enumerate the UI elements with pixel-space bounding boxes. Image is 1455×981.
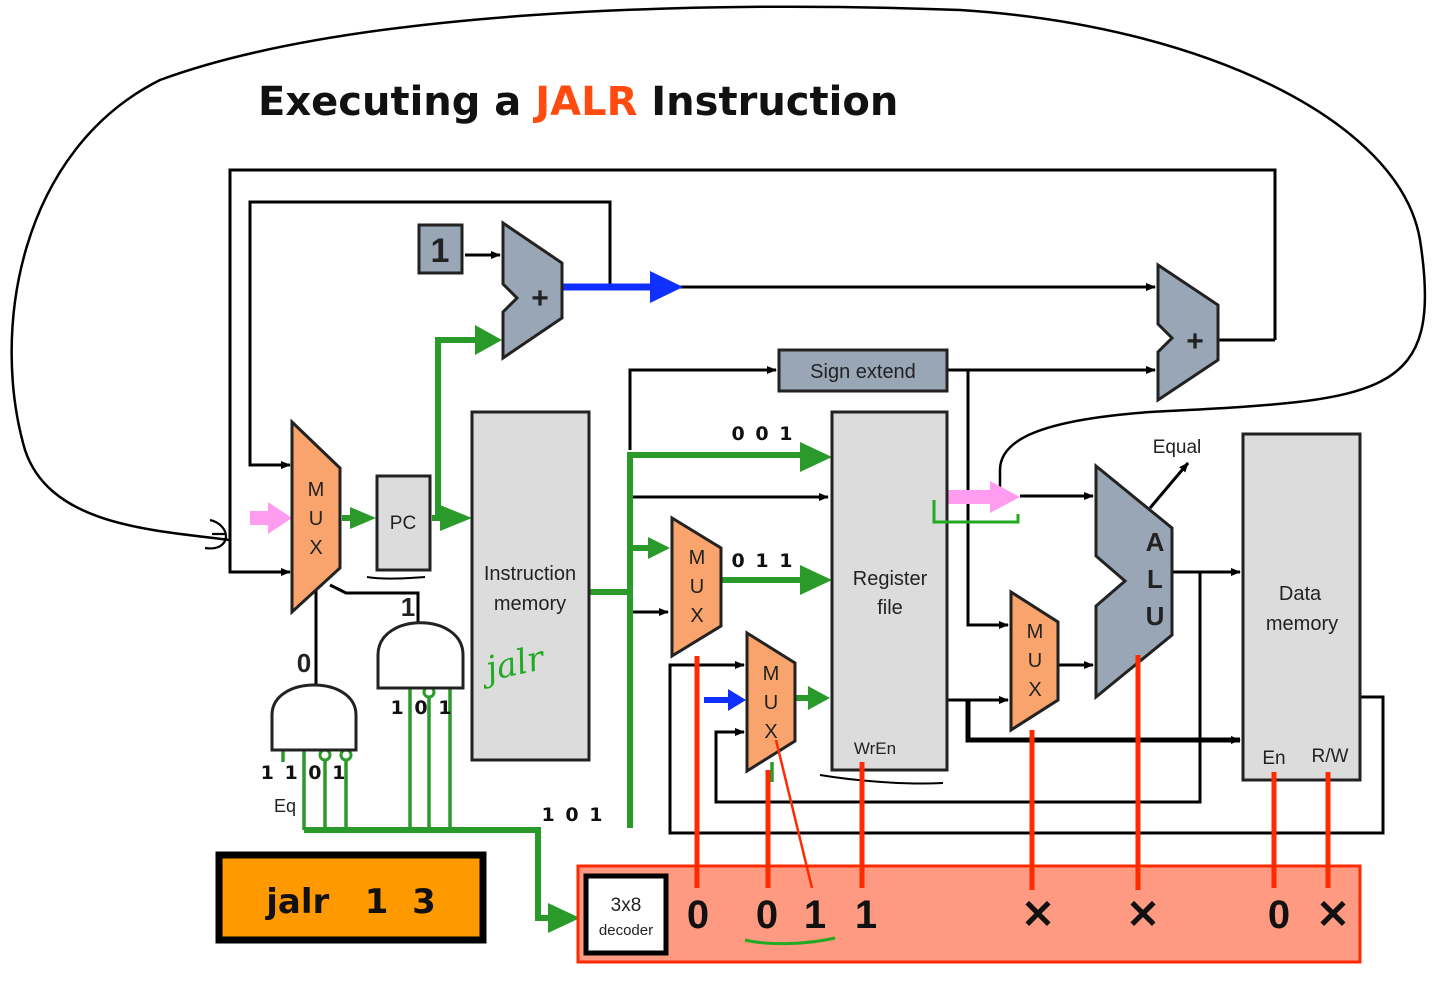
pc-adder (501, 220, 564, 361)
mux2-letter-u: U (690, 576, 704, 598)
en-label: En (1262, 748, 1285, 769)
thick-black-wire (965, 700, 1241, 744)
data-memory (1241, 432, 1362, 782)
and1-output: 0 (297, 648, 311, 678)
blue-small-arrowhead (728, 689, 746, 711)
regfile-underline-annotation (819, 774, 944, 785)
and2-input-bits: 1 0 1 (391, 697, 454, 719)
instruction-box (215, 851, 487, 944)
reg-a-bits: 0 0 1 (732, 423, 795, 445)
green-arrowheads (350, 325, 832, 933)
control-underline-annotation (744, 936, 836, 946)
control-value-1: 0 (687, 893, 709, 937)
alu-letter-u: U (1146, 601, 1165, 631)
pc-adder-plus: + (531, 282, 549, 315)
alu-letter-a: A (1146, 527, 1165, 557)
pc-mux-letter-u: U (309, 508, 323, 530)
sign-extend-label: Sign extend (810, 361, 916, 383)
constant-one-block (417, 223, 464, 275)
control-wire-diagonal (774, 739, 814, 889)
regfile-output-bracket (932, 500, 1020, 524)
mux3-letter-u: U (764, 692, 778, 714)
control-wires (694, 655, 1331, 890)
data-memory-label-1: Data (1279, 583, 1322, 605)
opcode-bits: 1 0 1 (542, 804, 605, 826)
handdrawn-loop-wire (10, 5, 1427, 542)
control-value-2: 0 (756, 893, 778, 937)
decoder-block (583, 873, 669, 956)
eq-label: Eq (274, 796, 296, 816)
instruction-memory-label-1: Instruction (484, 563, 576, 585)
register-file-label-2: file (877, 597, 903, 619)
mux4-letter-m: M (1027, 621, 1044, 643)
pc-mux-letter-m: M (308, 479, 325, 501)
rw-label: R/W (1312, 746, 1349, 767)
mux4-letter-u: U (1028, 650, 1042, 672)
and2-output: 1 (401, 592, 415, 622)
inverter-bubbles (318, 685, 436, 762)
control-value-8: ✕ (1316, 893, 1350, 937)
decoder-label-2: decoder (599, 922, 653, 939)
slide-title: Executing a JALR Instruction (258, 79, 898, 125)
pc-mux (290, 418, 342, 616)
loop-curl (204, 518, 227, 550)
branch-adder-plus: + (1186, 325, 1204, 358)
register-file (830, 410, 949, 772)
and-gate-left (270, 683, 358, 752)
blue-arrowhead (650, 271, 683, 303)
control-value-6: ✕ (1126, 893, 1160, 937)
register-file-label-1: Register (853, 568, 928, 590)
green-bit-wires (281, 688, 774, 830)
pc-label: PC (390, 513, 416, 534)
mux3-letter-m: M (763, 663, 780, 685)
reg-b-bits: 0 1 1 (732, 550, 795, 572)
write-data-mux (745, 630, 797, 774)
and-gate-right (376, 621, 465, 690)
mux4-letter-x: X (1028, 679, 1041, 701)
pc-mux-letter-x: X (309, 537, 322, 559)
pc-register (375, 474, 432, 572)
and1-input-bits: 1 1 0 1 (261, 762, 348, 784)
control-value-7: 0 (1268, 893, 1290, 937)
instruction-memory-label-2: memory (494, 593, 566, 615)
mux2-letter-m: M (689, 547, 706, 569)
regfile-input-mux (670, 515, 723, 659)
control-unit (576, 864, 1362, 964)
wren-label: WrEn (854, 739, 896, 758)
decoder-label-1: 3x8 (611, 895, 642, 916)
black-wires (228, 168, 1385, 835)
alu-letter-l: L (1147, 564, 1163, 594)
mux3-letter-x: X (764, 721, 777, 743)
alu (1094, 462, 1174, 701)
alu-input-mux (1009, 589, 1060, 733)
branch-adder (1156, 262, 1220, 403)
instruction-memory (470, 410, 591, 762)
mux2-letter-x: X (690, 605, 703, 627)
pc-underline-annotation (366, 576, 426, 580)
equal-label: Equal (1153, 437, 1202, 458)
data-memory-label-2: memory (1266, 613, 1338, 635)
control-value-5: ✕ (1021, 893, 1055, 937)
control-value-4: 1 (855, 893, 877, 937)
constant-one-label: 1 (431, 232, 450, 270)
instruction-text: jalr 1 3 (264, 882, 436, 922)
pink-arrows (250, 481, 1020, 534)
control-value-3: 1 (804, 893, 826, 937)
sign-extend-block (777, 348, 949, 393)
